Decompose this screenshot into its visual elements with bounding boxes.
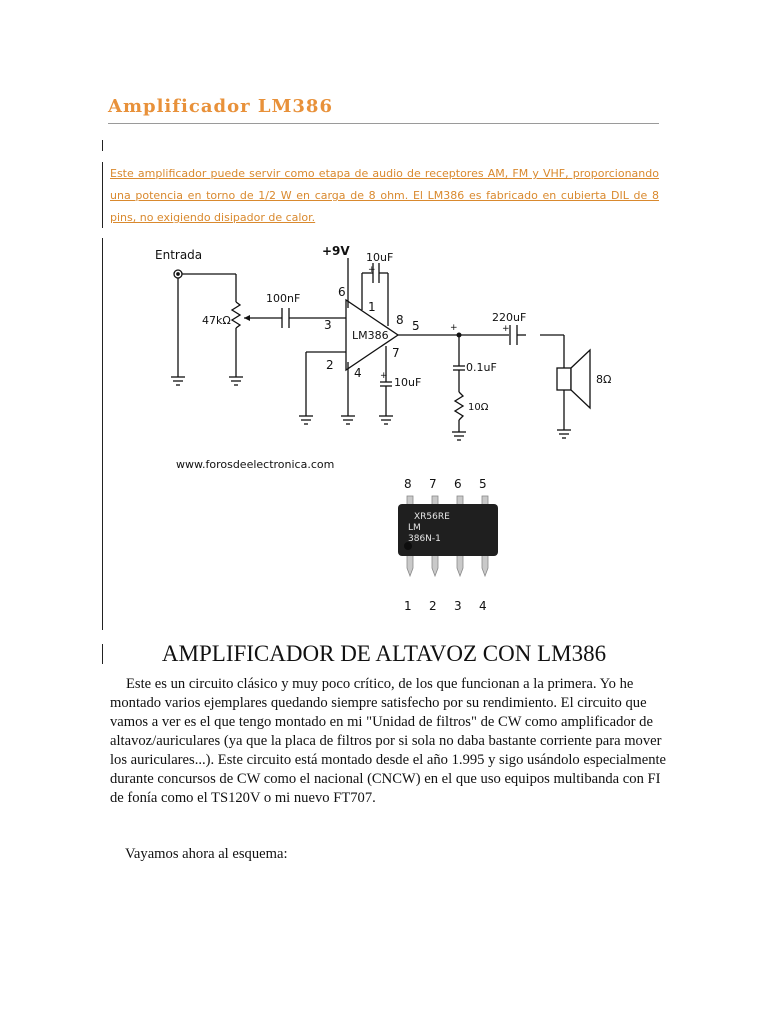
chip-bottom-pin-4: 4 [479,599,487,613]
pin-2-label: 2 [326,358,334,372]
pin-1-label: 1 [368,300,376,314]
svg-text:+: + [450,323,458,333]
zobel-resistor-label: 10Ω [468,402,489,413]
chip-top-pin-5: 5 [479,477,487,491]
lm386-chip-photo: 8 7 6 5 XR56RE LM 386N-1 1 2 3 4 [398,477,498,613]
pin-4-label: 4 [354,366,362,380]
section-heading: AMPLIFICADOR DE ALTAVOZ CON LM386 [161,641,607,666]
loudspeaker: 8Ω [540,334,611,439]
lm386-schematic: Entrada +9V 47kΩ 100nF 10uF LM386 10uF 0… [155,244,526,471]
input-label: Entrada [155,248,202,262]
figure-bar [102,238,103,630]
schematic-figure: Entrada +9V 47kΩ 100nF 10uF LM386 10uF 0… [154,240,530,625]
pin-3-label: 3 [324,318,332,332]
chip-bottom-pin-1: 1 [404,599,412,613]
chip-bottom-pin-3: 3 [454,599,462,613]
source-watermark: www.forosdeelectronica.com [176,458,334,471]
body-paragraph-text: Este es un circuito clásico y muy poco c… [110,676,667,806]
speaker-label: 8Ω [596,373,611,386]
svg-text:+: + [368,265,376,275]
chip-top-pin-7: 7 [429,477,437,491]
intro-paragraph[interactable]: Este amplificador puede servir como etap… [110,167,659,224]
svg-text:+: + [502,324,510,334]
zobel-cap-label: 0.1uF [466,361,497,374]
chip-top-pin-8: 8 [404,477,412,491]
svg-text:+: + [380,371,388,381]
input-cap-label: 100nF [266,292,300,305]
bypass-cap-label: 10uF [394,376,421,389]
title-divider [108,123,659,124]
quote-bar [102,162,103,228]
output-cap-label: 220uF [492,311,526,324]
page-title: Amplificador LM386 [108,96,333,117]
pin-7-label: 7 [392,346,400,360]
chip-marking-line3: 386N-1 [408,534,441,544]
chip-top-pin-6: 6 [454,477,462,491]
body-paragraph[interactable]: Este es un circuito clásico y muy poco c… [110,675,670,808]
gain-cap-label: 10uF [366,251,393,264]
next-line[interactable]: Vayamos ahora al esquema: [125,846,288,862]
edit-cursor-bar [102,140,103,151]
pot-label: 47kΩ [202,314,231,327]
pin-6-label: 6 [338,285,346,299]
supply-label: +9V [322,244,350,258]
chip-bottom-pin-2: 2 [429,599,437,613]
chip-marking-line2: LM [408,523,421,533]
pin-8-label: 8 [396,313,404,327]
pin-5-label: 5 [412,319,420,333]
heading-bar [102,644,103,664]
ic-label: LM386 [352,329,389,342]
chip-marking-line1: XR56RE [414,512,450,522]
